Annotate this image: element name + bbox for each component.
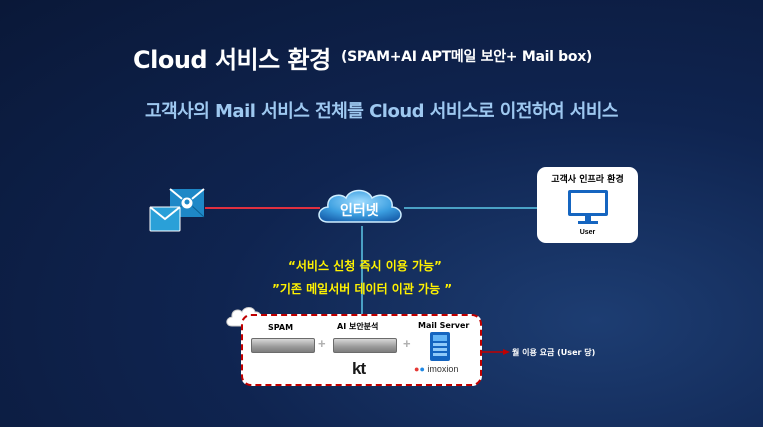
ai-analysis-label: AI 보안분석 <box>337 322 379 331</box>
migration-note: ”기존 메일서버 데이터 이관 가능 ” <box>272 282 453 296</box>
page-title-detail: (SPAM+AI APT메일 보안+ Mail box) <box>341 49 593 65</box>
plus-sign: + <box>403 336 411 351</box>
internet-cloud-icon <box>318 189 402 223</box>
customer-infra-title: 고객사 인프라 환경 <box>551 175 624 185</box>
customer-infra-box: 고객사 인프라 환경 User <box>537 167 638 243</box>
monitor-icon <box>568 190 608 224</box>
plus-sign: + <box>318 336 326 351</box>
page-title: Cloud 서비스 환경 <box>133 46 331 74</box>
spam-label: SPAM <box>268 323 294 332</box>
imoxion-logo-text: imoxion <box>427 364 459 374</box>
red-arrow-head <box>503 349 510 355</box>
mail-envelope-icon <box>149 188 205 232</box>
envelope-front <box>149 206 181 232</box>
cloud-service-box: SPAM AI 보안분석 Mail Server + + <box>241 314 482 386</box>
spam-server-icon <box>251 338 315 353</box>
mail-server-icon <box>430 332 450 361</box>
page-subtitle: 고객사의 Mail 서비스 전체를 Cloud 서비스로 이전하여 서비스 <box>145 101 618 122</box>
kt-logo: kt <box>352 359 366 378</box>
ai-server-icon <box>333 338 397 353</box>
instant-service-note: “서비스 신청 즉시 이용 가능” <box>288 259 442 273</box>
user-label: User <box>579 229 596 236</box>
internet-label: 인터넷 <box>340 203 379 219</box>
imoxion-logo: ●● imoxion <box>414 364 459 374</box>
mail-server-label: Mail Server <box>418 321 470 330</box>
monthly-fee-label: 월 이용 요금 (User 당) <box>512 348 596 357</box>
